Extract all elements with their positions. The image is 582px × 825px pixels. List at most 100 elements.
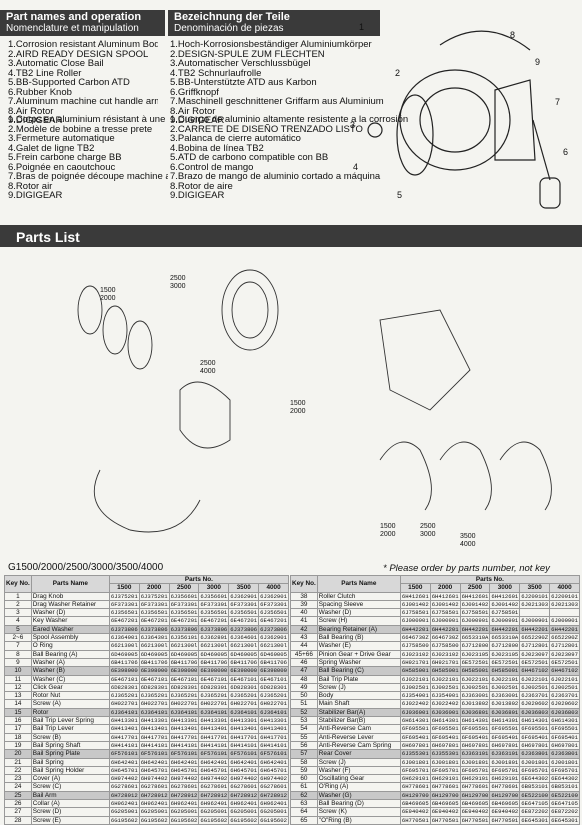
size-label: 3000 <box>420 531 436 538</box>
part-name: 3.Palanca de cierre automático <box>170 133 301 144</box>
part-name: 5.ATD de carbono compatible con BB <box>170 152 329 163</box>
key-number: 25 <box>4 790 32 801</box>
part-number: 6H413301 <box>138 716 170 726</box>
part-name: Rotor <box>30 707 110 718</box>
part-number: 6H413401 <box>108 724 140 734</box>
part-name: Washer (D) <box>316 608 401 618</box>
part-number: 6D469005 <box>258 649 289 659</box>
part-number: 6E572501 <box>549 657 580 668</box>
part-number: 6E872202 <box>519 807 551 817</box>
part-number <box>519 608 551 618</box>
size-header: 3500 <box>228 583 260 593</box>
part-name: Ball Bearing (B) <box>316 633 401 643</box>
part-name: 6.Rubber Knob <box>8 86 72 98</box>
part-number: 6D469005 <box>108 649 140 659</box>
part-number: 6J036001 <box>429 707 461 718</box>
part-number: 6J001402 <box>459 599 491 610</box>
part-number: 6J364101 <box>258 707 289 718</box>
part-name: Anti-Reverse Lever <box>316 732 401 742</box>
part-number: 6H417701 <box>168 732 200 742</box>
part-number: 6J020602 <box>549 699 580 709</box>
part-number: 6F373301 <box>138 599 170 610</box>
part-number: 6J356501 <box>108 608 140 618</box>
part-name: Bearing Retainer (A) <box>316 624 401 635</box>
part-number: 6E647105 <box>519 798 551 809</box>
key-number: 9 <box>4 657 32 668</box>
part-number: 6F695501 <box>459 724 491 734</box>
part-name: 9.DIGIGEAR <box>8 115 63 126</box>
part-number: 6H962401 <box>258 798 289 809</box>
part-number: 6E644302 <box>549 774 580 784</box>
part-number: 6J362901 <box>258 591 289 601</box>
spool-inner-part <box>231 281 269 339</box>
part-name: Screw (C) <box>30 782 110 792</box>
parts-table-right: Key No. Parts Name Parts No. 1500 2000 2… <box>290 574 581 825</box>
part-number: 6E398000 <box>168 666 200 676</box>
part-number: 6H022701 <box>258 699 289 709</box>
part-number: 6F576101 <box>108 749 140 759</box>
part-number: 6J001402 <box>429 599 461 610</box>
part-number: 6J013802 <box>459 699 491 709</box>
model-line: G1500/2000/2500/3000/3500/4000 <box>8 562 164 573</box>
part-number: 6F695701 <box>549 765 580 776</box>
part-name: Washer (D) <box>30 608 110 618</box>
part-number: 6J000901 <box>489 616 521 626</box>
part-number: 6F373301 <box>108 599 140 610</box>
key-number: 52 <box>290 707 318 718</box>
part-number: 6E522100 <box>519 790 551 801</box>
part-number: 6J209101 <box>519 591 551 601</box>
part-number: 6652290Z <box>549 633 580 643</box>
part-number: 6H414101 <box>258 740 289 751</box>
part-name: 3.Fermeture automatique <box>8 133 115 144</box>
part-number: 6H417701 <box>108 732 140 742</box>
part-names-german: 1.Hoch-Korrosionsbeständiger Aluminiumkö… <box>170 40 384 126</box>
part-number: 6H974402 <box>138 774 170 784</box>
part-number: 6J001801 <box>399 757 431 767</box>
part-name: Bail Trip Lever <box>30 724 110 734</box>
parts-no-header: Parts No. <box>399 574 581 585</box>
part-number: 6H697801 <box>549 740 580 751</box>
key-number: 23 <box>4 774 32 784</box>
part-number: 6G205001 <box>198 807 230 817</box>
parts-name-header: Parts Name <box>316 575 401 593</box>
part-number: 6H022701 <box>138 699 170 709</box>
part-number: 6H614301 <box>399 716 431 726</box>
part-name: 5.BB-Unterstützte ATD aus Karbon <box>170 77 317 88</box>
part-number: 6J356501 <box>228 608 260 618</box>
part-number: 6B411706 <box>138 657 170 668</box>
part-name: 4.Bobina de línea TB2 <box>170 142 264 154</box>
part-number: 6646730Z <box>399 633 431 643</box>
part-number: 6H585001 <box>489 666 521 676</box>
part-number: 6H417701 <box>138 732 170 742</box>
reel-label-5: 5 <box>397 190 402 200</box>
key-number: 2 <box>4 599 32 610</box>
part-name: Screw (J) <box>316 757 401 767</box>
part-number: 6J022101 <box>519 674 551 684</box>
part-number: 6J000901 <box>459 616 491 626</box>
size-header: 3000 <box>489 583 521 593</box>
size-header: 1500 <box>399 583 431 593</box>
part-number: 6J023105 <box>489 649 521 659</box>
part-name: Bail Trip Lever Spring <box>30 716 110 726</box>
part-number: 6F373301 <box>228 599 260 610</box>
parts-no-header: Parts No. <box>108 574 290 585</box>
part-number: 6H022701 <box>168 699 200 709</box>
key-number: 56 <box>290 740 318 751</box>
part-number: 6J363101 <box>489 749 521 759</box>
